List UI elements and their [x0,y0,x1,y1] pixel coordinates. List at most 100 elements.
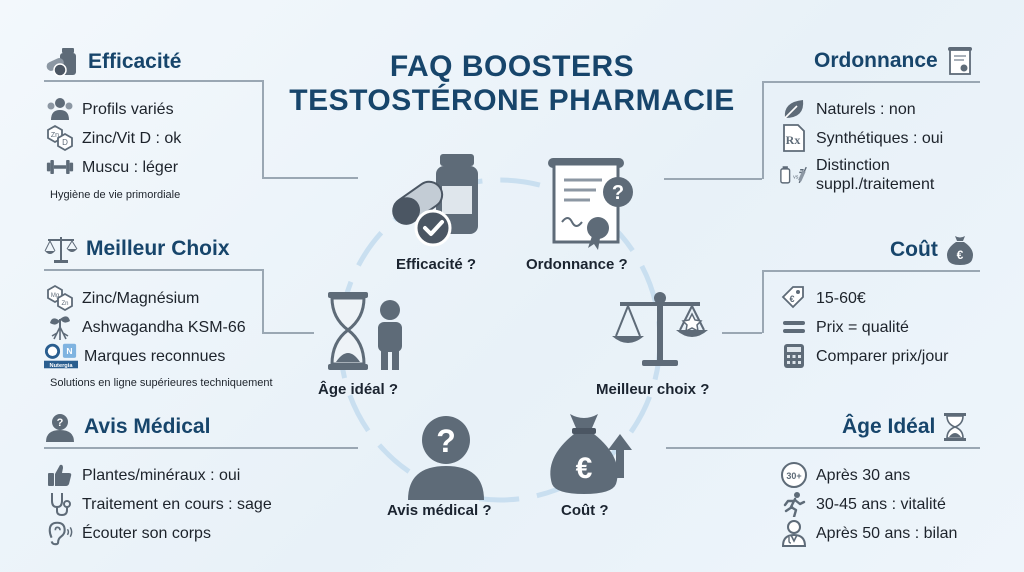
panel-efficacite-title: Efficacité [88,50,182,73]
page-title: FAQ BOOSTERS TESTOSTÉRONE PHARMACIE [262,50,762,118]
panel-avis-medical-title: Avis Médical [84,415,211,438]
svg-text:?: ? [57,417,64,429]
item-label: Comparer prix/jour [816,347,949,365]
item-label: Distinction [816,157,890,174]
hub-label-efficacite: Efficacité ? [396,256,477,273]
title-line-1: FAQ BOOSTERS [389,50,635,83]
panel-cout-title: Coût [890,238,938,261]
bottle-vs-syringe-icon: vs [780,166,807,184]
money-bag-icon: € [550,414,632,494]
list-item: Zn D Zinc/Vit D : ok [46,124,181,152]
svg-text:D: D [62,138,68,147]
list-item: Naturels : non [780,95,916,123]
item-label: Zinc/Vit D : ok [82,129,182,147]
divider [762,81,980,83]
svg-text:vs: vs [793,175,799,181]
list-item: Comparer prix/jour [780,342,948,370]
age-badge-text: 30+ [786,471,801,481]
balance-scale-icon [44,237,78,263]
list-item: € 15-60€ [780,284,866,312]
connector-line [762,270,764,333]
prescription-scroll-icon [947,47,972,75]
stethoscope-icon [51,493,71,517]
list-item: Après 50 ans : bilan [780,519,957,547]
calculator-icon [784,344,804,368]
item-label: Zinc/Magnésium [82,289,200,307]
item-label: Synthétiques : oui [816,129,944,147]
rx-document-icon: Rx [783,124,805,152]
item-label: Écouter son corps [82,524,211,542]
zinc-vitamin-icon: Zn D [47,124,73,152]
hub-label-age-ideal: Âge idéal ? [318,381,399,398]
list-item: Traitement en cours : sage [46,490,272,518]
connector-line [262,332,314,334]
connector-line [262,269,264,333]
doctor-icon [781,520,807,547]
list-item: Profils variés [46,95,174,123]
connector-line [722,332,762,334]
item-label: Marques reconnues [84,347,226,365]
hub-label-meilleur-choix: Meilleur choix ? [596,381,710,398]
hourglass-person-icon [328,292,402,370]
pills-bottle-icon [392,154,478,247]
list-item: vs Distinction suppl./traitement [780,156,934,194]
item-label: Prix = qualité [816,318,909,336]
divider [762,270,980,272]
list-item: Mg Zn Zinc/Magnésium [46,284,199,312]
list-item: 30+ Après 30 ans [780,461,910,489]
svg-text:Zn: Zn [51,132,59,139]
divider [44,269,262,271]
svg-text:Zn: Zn [61,301,68,307]
list-item: 30-45 ans : vitalité [780,490,946,518]
svg-text:€: € [956,248,963,262]
equals-icon [783,321,805,333]
list-item: Plantes/minéraux : oui [46,461,240,489]
item-label: suppl./traitement [816,176,935,193]
ear-sound-icon [48,521,73,546]
connector-line [664,178,762,180]
svg-text:N: N [66,346,72,356]
leaf-icon [784,100,804,119]
panel-meilleur-choix-title: Meilleur Choix [86,237,230,260]
list-item: Ashwagandha KSM-66 [46,313,246,341]
item-label: Profils variés [82,100,174,118]
zinc-magnesium-icon: Mg Zn [47,284,73,312]
hub-label-ordonnance: Ordonnance ? [526,256,628,273]
svg-text:€: € [576,452,593,485]
hub-label-avis-medical: Avis médical ? [387,502,492,519]
panel-note: Hygiène de vie primordiale [50,189,181,201]
panel-age-ideal-title: Âge Idéal [842,415,936,438]
list-item: Écouter son corps [46,519,211,547]
item-label: Plantes/minéraux : oui [82,466,241,484]
pills-bottle-icon [46,48,76,77]
divider [44,80,262,82]
divider [666,447,980,449]
panel-cout-header: Coût € [890,234,974,266]
age-badge-icon: 30+ [781,462,807,488]
prescription-scroll-icon: ? [548,158,633,250]
panel-meilleur-choix-header: Meilleur Choix [44,234,230,264]
panel-ordonnance-title: Ordonnance [814,49,938,72]
thumbs-up-icon [48,464,72,486]
person-question-icon: ? [408,416,484,500]
panel-age-ideal-header: Âge Idéal [842,412,967,442]
group-users-icon [47,98,73,120]
item-label: Ashwagandha KSM-66 [82,318,246,336]
divider [44,447,358,449]
person-question-icon: ? [46,414,74,442]
list-item: N Nutergia Marques reconnues [44,342,225,370]
item-label: Traitement en cours : sage [82,495,272,513]
list-item: Rx Synthétiques : oui [780,124,943,152]
svg-text:Rx: Rx [786,133,801,147]
plant-root-icon [50,316,70,340]
hourglass-icon [944,413,967,441]
panel-avis-medical-header: ? Avis Médical [44,412,210,442]
connector-line [262,177,358,179]
balance-scale-icon [612,292,708,366]
panel-ordonnance-header: Ordonnance [814,46,974,76]
svg-text:?: ? [612,182,624,204]
brand-badge-text: Nutergia [50,363,74,369]
connector-line [262,80,264,178]
list-item: Muscu : léger [46,153,178,181]
brand-logos-icon: N Nutergia [44,343,78,369]
